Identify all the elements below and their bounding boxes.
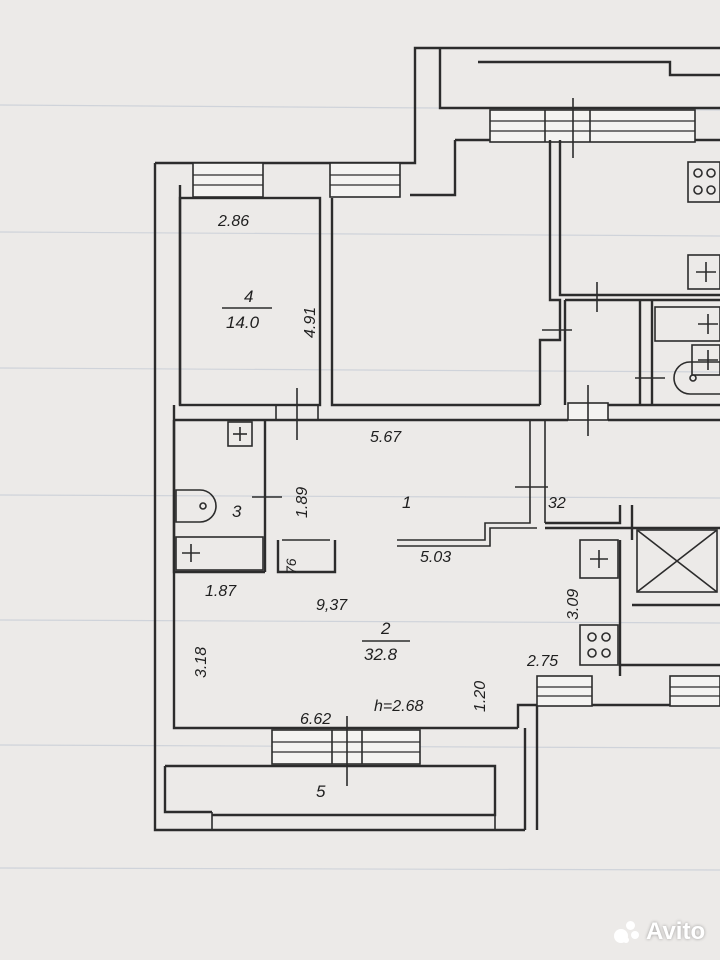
dim-room3-width: 1.87 [205,583,237,600]
corridor-wall [172,385,720,436]
dim-small: 32 [548,495,566,512]
ceiling-height: h=2.68 [374,698,423,715]
middle-room-outline [330,140,562,407]
room-4-outline [178,196,322,440]
dim-room4-width: 2.86 [217,213,249,230]
room-3-number: 3 [232,502,242,521]
window-room2-balcony [271,716,421,786]
window-room-middle [329,162,401,198]
dim-niche: 76 [283,558,299,574]
balcony-room5 [163,764,497,830]
dim-room2-length: 9,37 [316,597,348,614]
window-bottom-right [669,675,720,707]
dim-partition: 5.03 [420,549,451,566]
window-top-right [489,98,696,158]
window-room4 [192,162,264,198]
kitchen-area [545,505,720,676]
avito-logo-icon [612,919,642,945]
avito-wordmark: Avito [646,918,706,945]
dim-hall-top: 5.67 [370,429,402,446]
dim-kitchen-depth: 3.09 [565,589,582,620]
room-2-number: 2 [380,619,391,638]
room-4-number: 4 [244,287,253,306]
room-3-bathroom [172,420,337,574]
dim-room2-depth: 3.18 [193,647,210,678]
avito-watermark: Avito [612,918,705,946]
room-4-area: 14.0 [226,313,260,332]
window-kitchen [536,675,593,707]
plan-labels: 2.86 4 14.0 4.91 5.67 1.89 1 32 3 5.03 7… [193,213,582,801]
dim-hall-depth: 1.89 [294,487,311,518]
dim-room4-length: 4.91 [302,307,319,338]
dim-kitchen-width: 2.75 [526,653,558,670]
right-rooms [542,140,720,405]
room-5-number: 5 [316,782,326,801]
room-2-area: 32.8 [364,645,398,664]
room-1-number: 1 [402,493,411,512]
dim-bottom-width: 6.62 [300,711,331,728]
dim-jog: 1.20 [472,681,489,712]
hall-partition [397,419,548,547]
